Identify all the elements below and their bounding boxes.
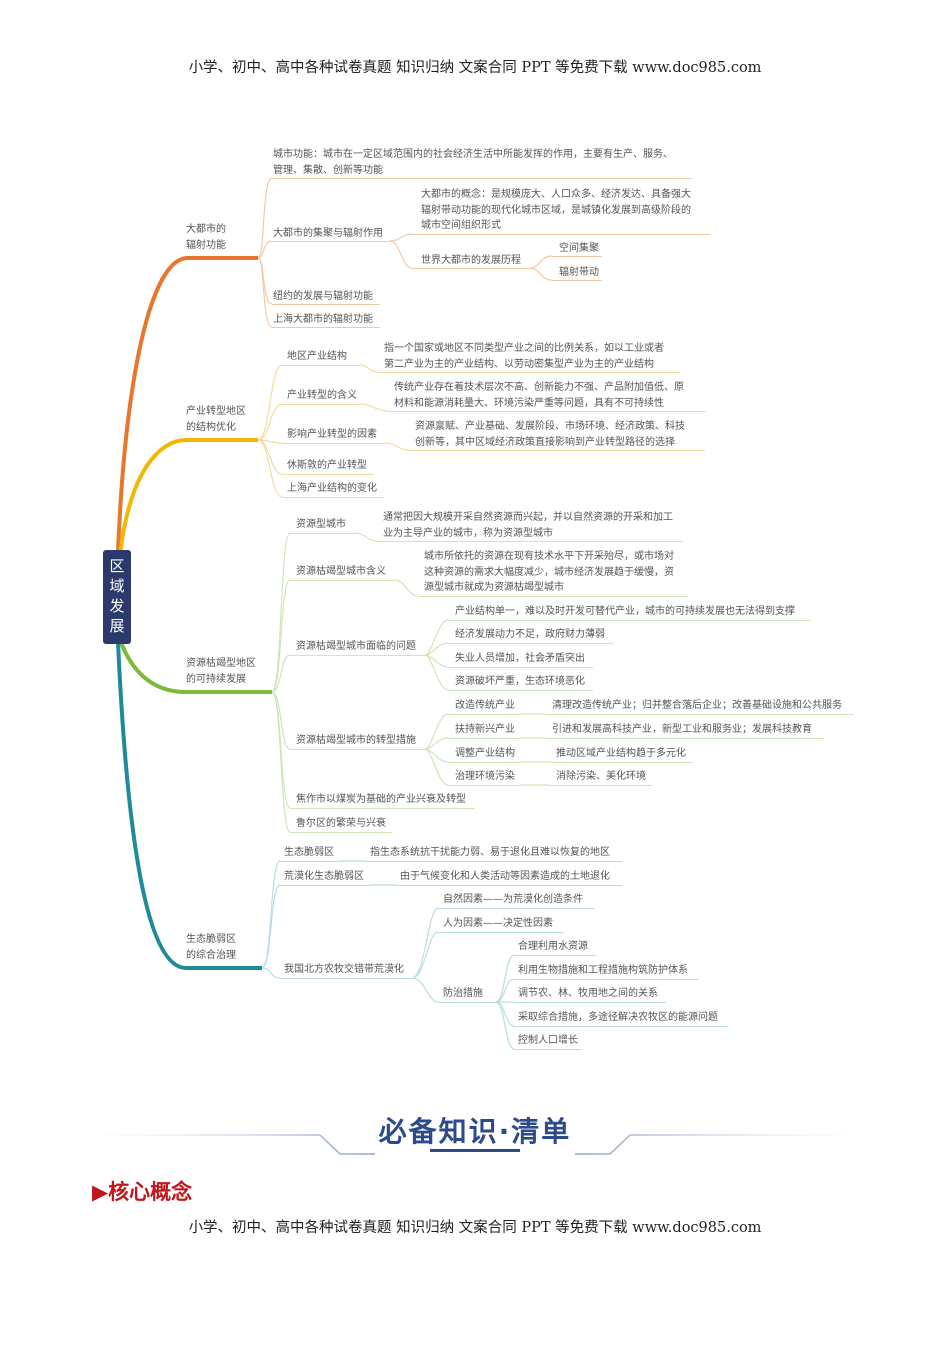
node-problem-2: 经济发展动力不足，政府财力薄弱 xyxy=(455,629,605,640)
node-measure-4: 治理环境污染 xyxy=(455,771,515,782)
node-gather: 大都市的集聚与辐射作用 xyxy=(273,228,383,239)
branch-title: 资源枯竭型地区的可持续发展 xyxy=(186,658,256,685)
node-resource-city: 资源型城市 xyxy=(296,519,346,530)
node-prevention: 防治措施 xyxy=(443,988,483,999)
node-measure-3-desc: 推动区域产业结构趋于多元化 xyxy=(556,748,686,759)
node-measure-land: 调节农、林、牧用地之间的关系 xyxy=(518,988,658,999)
node-jiaozuo: 焦作市以煤炭为基础的产业兴衰及转型 xyxy=(296,794,466,805)
banner-frame xyxy=(90,1134,860,1155)
section-title: ▶核心概念 xyxy=(92,1180,193,1204)
node-problem-1: 产业结构单一，难以及时开发可替代产业，城市的可持续发展也无法得到支撑 xyxy=(455,606,795,617)
node-measure-1-desc: 清理改造传统产业；归并整合落后企业；改善基础设施和公共服务 xyxy=(552,700,842,711)
node-problem-3: 失业人员增加，社会矛盾突出 xyxy=(455,653,585,664)
node-meaning-desc: 传统产业存在着技术层次不高、创新能力不强、产品附加值低、原材料和能源消耗量大、环… xyxy=(394,382,684,409)
branch-title: 大都市的辐射功能 xyxy=(186,224,226,251)
root-node: 区域发展 xyxy=(103,550,131,644)
node-measure-3: 调整产业结构 xyxy=(455,748,515,759)
node-radiate: 辐射带动 xyxy=(559,267,599,278)
node-factors-desc: 资源禀赋、产业基础、发展阶段、市场环境、经济政策、科技创新等，其中区域经济政策直… xyxy=(415,421,685,448)
node-measure-4-desc: 消除污染、美化环境 xyxy=(556,771,646,782)
node-industry-structure: 地区产业结构 xyxy=(287,351,347,362)
node-ruhr: 鲁尔区的繁荣与兴衰 xyxy=(296,818,386,829)
node-problems: 资源枯竭型城市面临的问题 xyxy=(296,641,416,652)
node-city-function: 城市功能：城市在一定区域范围内的社会经济生活中所能发挥的作用，主要有生产、服务、… xyxy=(273,149,673,176)
node-desert-zone: 荒漠化生态脆弱区 xyxy=(284,871,364,882)
page-header: 小学、初中、高中各种试卷真题 知识归纳 文案合同 PPT 等免费下载 www.d… xyxy=(188,60,762,76)
node-factors: 影响产业转型的因素 xyxy=(287,429,377,440)
node-shanghai-industry: 上海产业结构的变化 xyxy=(287,483,377,494)
node-measures: 资源枯竭型城市的转型措施 xyxy=(296,735,416,746)
node-shanghai: 上海大都市的辐射功能 xyxy=(273,314,373,325)
node-houston: 休斯敦的产业转型 xyxy=(287,460,367,471)
node-history: 世界大都市的发展历程 xyxy=(421,255,521,266)
node-resource-city-desc: 通常把因大规模开采自然资源而兴起，并以自然资源的开采和加工业为主导产业的城市，称… xyxy=(383,512,673,539)
node-structure-desc: 指一个国家或地区不同类型产业之间的比例关系，如以工业或者第二产业为主的产业结构、… xyxy=(384,343,664,370)
node-newyork: 纽约的发展与辐射功能 xyxy=(273,291,373,302)
node-measure-energy: 采取综合措施，多途径解决农牧区的能源问题 xyxy=(518,1012,718,1023)
node-transform-meaning: 产业转型的含义 xyxy=(287,390,357,401)
page-footer: 小学、初中、高中各种试卷真题 知识归纳 文案合同 PPT 等免费下载 www.d… xyxy=(188,1220,762,1236)
mindmap-connectors xyxy=(116,177,553,1050)
node-measure-2-desc: 引进和发展高科技产业，新型工业和服务业；发展科技教育 xyxy=(552,724,812,735)
node-fragile-desc: 指生态系统抗干扰能力弱、易于退化且难以恢复的地区 xyxy=(370,847,610,858)
node-measure-water: 合理利用水资源 xyxy=(518,941,588,952)
branch-title: 产业转型地区的结构优化 xyxy=(186,406,246,433)
node-natural-factor: 自然因素——为荒漠化创造条件 xyxy=(443,894,583,905)
node-exhausted-meaning: 资源枯竭型城市含义 xyxy=(296,566,386,577)
node-measure-protection: 利用生物措施和工程措施构筑防护体系 xyxy=(518,965,688,976)
node-measure-2: 扶持新兴产业 xyxy=(455,724,515,735)
node-metro-concept: 大都市的概念：是规模庞大、人口众多、经济发达、具备强大辐射带动功能的现代化城市区… xyxy=(421,189,691,231)
node-measure-population: 控制人口增长 xyxy=(518,1035,578,1046)
node-exhausted-desc: 城市所依托的资源在现有技术水平下开采殆尽，或市场对这种资源的需求大幅度减少，城市… xyxy=(424,551,674,593)
node-desert-desc: 由于气候变化和人类活动等因素造成的土地退化 xyxy=(400,871,610,882)
node-space-gather: 空间集聚 xyxy=(559,243,599,254)
node-north-desert: 我国北方农牧交错带荒漠化 xyxy=(284,964,404,975)
node-measure-1: 改造传统产业 xyxy=(455,700,515,711)
node-fragile-zone: 生态脆弱区 xyxy=(284,847,334,858)
node-problem-4: 资源破坏严重，生态环境恶化 xyxy=(455,676,585,687)
banner-title: 必备知识·清单 xyxy=(378,1115,572,1148)
node-human-factor: 人为因素——决定性因素 xyxy=(443,918,553,929)
branch-title: 生态脆弱区的综合治理 xyxy=(186,934,236,961)
